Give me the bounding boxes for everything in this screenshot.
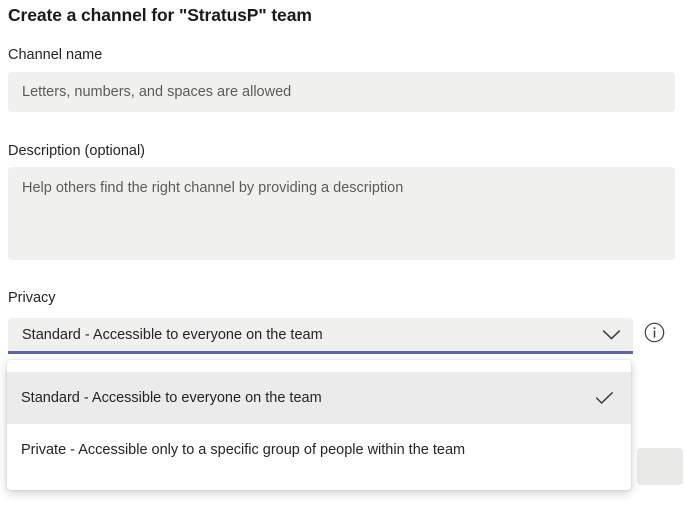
chevron-down-icon[interactable] (589, 329, 633, 341)
channel-name-input[interactable] (8, 72, 675, 112)
privacy-option-standard-label: Standard - Accessible to everyone on the… (21, 390, 322, 406)
privacy-label: Privacy (8, 290, 56, 306)
privacy-option-private-label: Private - Accessible only to a specific … (21, 442, 466, 458)
checkmark-icon (591, 391, 617, 405)
privacy-selected-value: Standard - Accessible to everyone on the… (22, 326, 323, 343)
description-input[interactable] (8, 167, 675, 260)
page-title: Create a channel for "StratusP" team (8, 5, 312, 25)
occluded-action-button[interactable] (637, 448, 683, 485)
channel-name-label: Channel name (8, 47, 103, 63)
info-circle-icon[interactable] (641, 319, 667, 345)
privacy-option-standard[interactable]: Standard - Accessible to everyone on the… (7, 372, 631, 424)
privacy-dropdown-trigger[interactable]: Standard - Accessible to everyone on the… (8, 318, 633, 354)
privacy-dropdown-listbox: Standard - Accessible to everyone on the… (7, 360, 631, 490)
description-label: Description (optional) (8, 143, 146, 159)
privacy-option-private[interactable]: Private - Accessible only to a specific … (7, 424, 631, 476)
